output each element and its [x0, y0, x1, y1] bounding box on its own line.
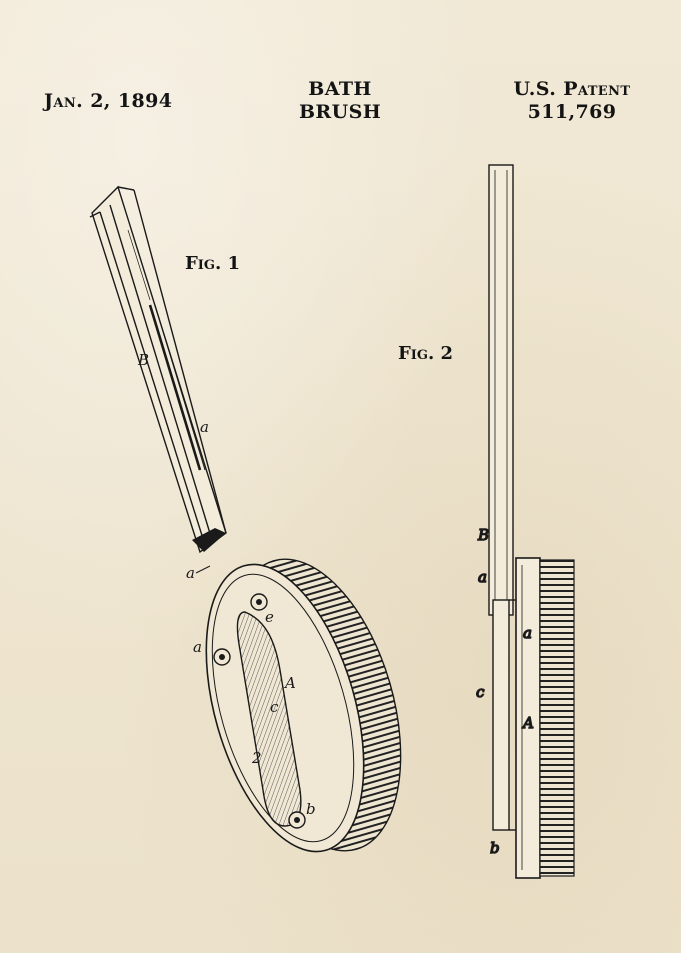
patent-title: BATH BRUSH [270, 78, 410, 124]
callout-a-fig2-mid: a [523, 624, 532, 642]
figure-1-label: Fig. 1 [185, 253, 241, 274]
callout-b-fig1: b [306, 800, 316, 818]
fig1-oval-brush: a e A c 2 b [193, 558, 402, 853]
patent-number-block: U.S. Patent 511,769 [497, 78, 647, 124]
callout-B-fig1: B [137, 351, 149, 369]
fig1-handle [89, 185, 227, 554]
callout-a-fig1-top: a [200, 418, 209, 436]
title-line-1: BATH [308, 78, 372, 100]
patent-number: 511,769 [527, 101, 617, 123]
fig1-handle-labels: B a a [137, 351, 211, 582]
patent-date: Jan. 2, 1894 [44, 90, 173, 112]
callout-a-fig1-bottom: a [186, 564, 195, 582]
callout-A-fig1: A [283, 674, 296, 692]
patent-label: U.S. Patent [513, 78, 631, 100]
figure-2-label: Fig. 2 [398, 343, 454, 364]
callout-e-fig1: e [265, 608, 274, 626]
callout-c-fig2: c [476, 683, 485, 701]
callout-B-fig2: B [477, 526, 489, 544]
callout-b-fig2: b [490, 839, 500, 857]
title-line-2: BRUSH [298, 101, 382, 123]
callout-2-fig1: 2 [251, 749, 262, 767]
callout-c-fig1: c [270, 698, 279, 716]
callout-A-fig2: A [521, 714, 534, 732]
fig2-side-view: B a a c A b [475, 164, 575, 879]
callout-a-fig2-top: a [478, 568, 487, 586]
callout-a-fig1-brush: a [193, 638, 202, 656]
